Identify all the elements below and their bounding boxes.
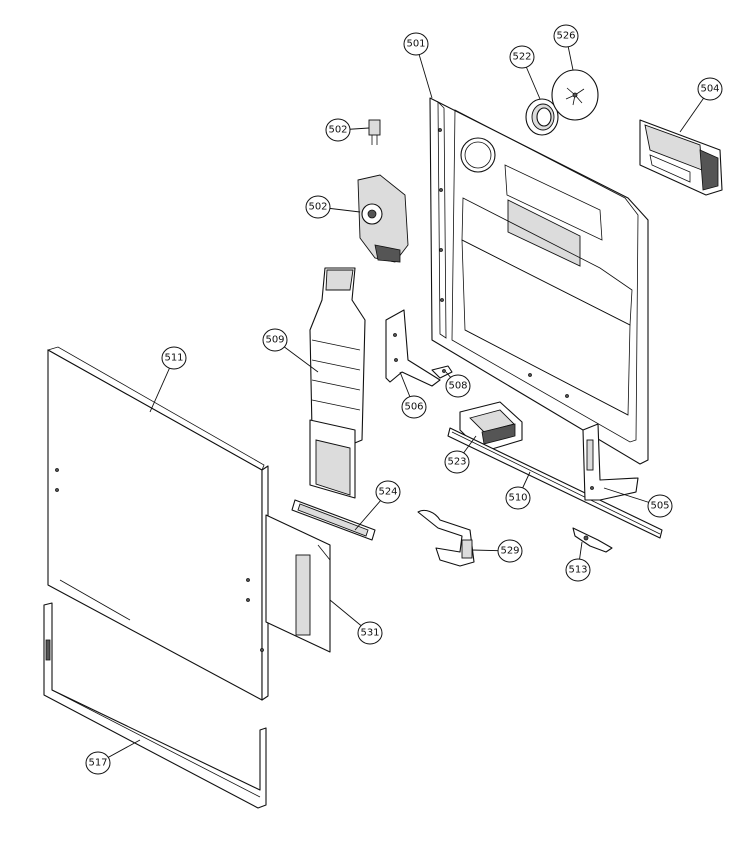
callout-label: 502 [308, 202, 327, 213]
callout-511: 511 [149, 346, 187, 413]
callout-510: 510 [505, 471, 531, 510]
callout-label: 511 [164, 353, 183, 364]
gasket-ring [525, 98, 559, 136]
callout-circle [647, 494, 673, 518]
callout-label: 504 [700, 84, 719, 95]
clip [431, 365, 453, 379]
callout-circle [305, 195, 331, 219]
callouts-layer: 501 502 502 504 505 506 508 509 510 511 513 517 522 5… [85, 24, 723, 775]
callout-circle [445, 374, 471, 398]
callout-circle [375, 480, 401, 504]
callout-label: 508 [448, 381, 467, 392]
callout-label: 505 [650, 501, 669, 512]
callout-circle [403, 32, 429, 56]
callout-523: 523 [444, 435, 477, 474]
callout-506: 506 [399, 371, 427, 419]
callout-circle [85, 751, 111, 775]
callout-529: 529 [471, 539, 523, 563]
callout-circle [509, 45, 535, 69]
callout-label: 502 [328, 125, 347, 136]
callout-508: 508 [445, 371, 471, 398]
hinge-bracket [385, 309, 441, 387]
callout-531: 531 [329, 599, 383, 645]
callout-526: 526 [553, 24, 579, 71]
callout-513: 513 [565, 541, 591, 582]
bottom-trim-frame [43, 602, 267, 809]
small-clip [572, 527, 613, 553]
air-duct [309, 267, 366, 499]
callout-label: 510 [508, 493, 527, 504]
callout-509: 509 [262, 328, 319, 373]
door-latch [357, 174, 409, 263]
callout-circle [497, 539, 523, 563]
detergent-dispenser [639, 119, 723, 196]
callout-label: 506 [404, 402, 423, 413]
callout-label: 517 [88, 758, 107, 769]
callout-circle [697, 77, 723, 101]
door-switch-small [368, 119, 381, 145]
callout-505: 505 [603, 487, 673, 518]
side-bracket [582, 423, 639, 501]
latch-housing [459, 401, 523, 453]
rinse-aid-disc [551, 69, 599, 121]
callout-circle [401, 395, 427, 419]
callout-label: 529 [500, 546, 519, 557]
callout-504: 504 [679, 77, 723, 133]
callout-circle [262, 328, 288, 352]
callout-circle [505, 486, 531, 510]
callout-circle [357, 621, 383, 645]
outer-door-panel [46, 346, 269, 701]
inner-door-panel [429, 97, 649, 465]
callout-circle [325, 118, 351, 142]
callout-label: 524 [378, 487, 397, 498]
callout-517: 517 [85, 739, 141, 775]
callout-circle [444, 450, 470, 474]
callout-circle [553, 24, 579, 48]
callout-502a: 502 [325, 118, 370, 142]
callout-circle [565, 558, 591, 582]
hinge-strip [291, 499, 376, 541]
callout-501: 501 [403, 32, 433, 99]
callout-524: 524 [354, 480, 401, 531]
callout-circle [161, 346, 187, 370]
callout-label: 531 [360, 628, 379, 639]
hook-bracket [417, 509, 475, 567]
callout-label: 501 [406, 39, 425, 50]
callout-label: 526 [556, 31, 575, 42]
callout-label: 509 [265, 335, 284, 346]
callout-label: 522 [512, 52, 531, 63]
callout-label: 523 [447, 457, 466, 468]
callout-522: 522 [509, 45, 541, 100]
callout-502b: 502 [305, 195, 361, 219]
callout-label: 513 [568, 565, 587, 576]
handle-panel [265, 514, 331, 653]
